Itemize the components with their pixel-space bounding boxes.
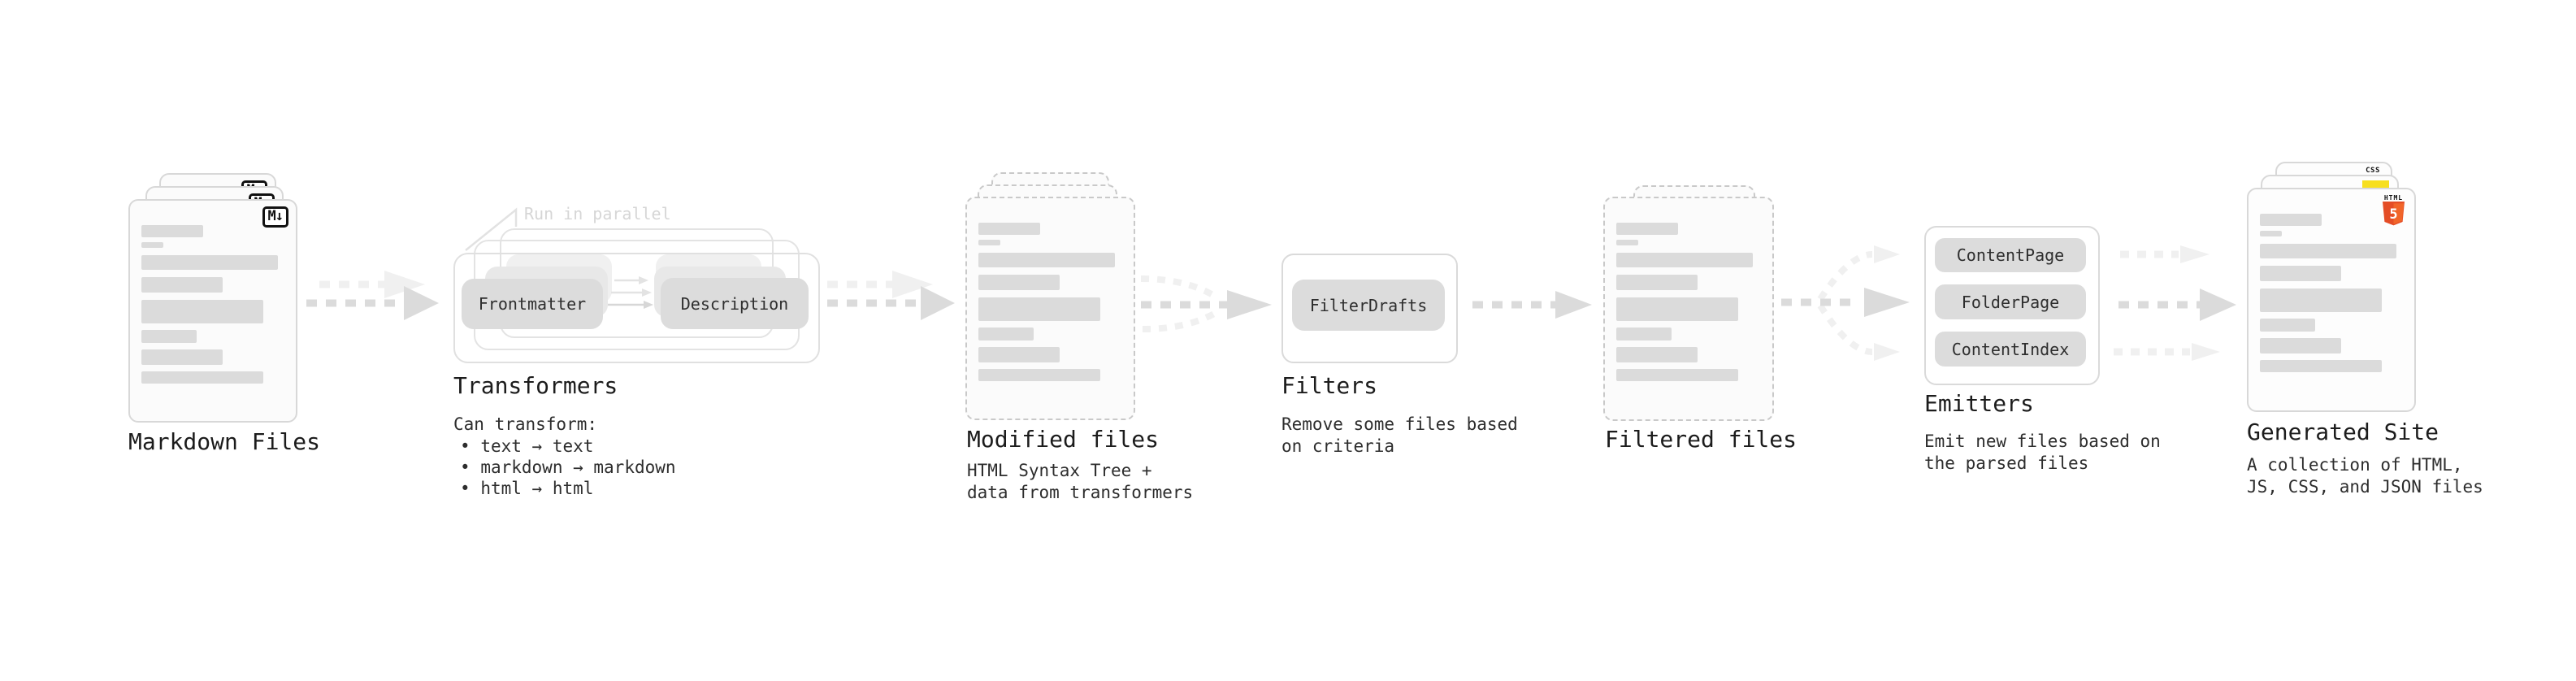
doc-line bbox=[1616, 327, 1672, 340]
filter-node-filterdrafts: FilterDrafts bbox=[1292, 280, 1445, 331]
frontmatter-to-description-arrows bbox=[608, 276, 653, 309]
transformers-bullet: • markdown → markdown bbox=[460, 458, 676, 477]
doc-line bbox=[2260, 244, 2396, 258]
doc-line bbox=[978, 223, 1040, 235]
site-file-card-html: HTML 5 bbox=[2247, 188, 2416, 412]
html5-shield: 5 bbox=[2383, 202, 2405, 226]
subtitle-line: the parsed files bbox=[1924, 453, 2089, 473]
doc-line bbox=[141, 349, 223, 365]
doc-line bbox=[1616, 347, 1698, 362]
doc-line bbox=[1616, 297, 1738, 321]
filters-title: Filters bbox=[1281, 372, 1378, 399]
subtitle-line: Remove some files based bbox=[1281, 414, 1518, 434]
doc-line bbox=[2260, 338, 2341, 354]
bullet-text: markdown → markdown bbox=[480, 458, 676, 477]
doc-line bbox=[978, 275, 1060, 290]
transformers-desc-heading: Can transform: bbox=[453, 414, 598, 434]
modified-files-subtitle: HTML Syntax Tree + data from transformers bbox=[967, 460, 1193, 504]
transformer-node-description: Description bbox=[661, 278, 809, 329]
run-in-parallel-annotation: Run in parallel bbox=[524, 204, 671, 223]
doc-line bbox=[2260, 319, 2315, 332]
doc-line bbox=[1616, 223, 1678, 235]
markdown-file-card-front: M↓ bbox=[128, 199, 297, 423]
doc-line bbox=[1616, 253, 1753, 267]
doc-line bbox=[141, 371, 263, 384]
modified-file-card-front bbox=[965, 197, 1135, 420]
subtitle-line: Emit new files based on bbox=[1924, 432, 2161, 451]
run-in-parallel-callout-line bbox=[465, 207, 518, 251]
doc-line bbox=[2260, 360, 2382, 372]
markdown-icon: M↓ bbox=[262, 206, 288, 228]
transformers-bullet: • html → html bbox=[460, 479, 593, 498]
bullet-dot: • bbox=[460, 479, 471, 498]
doc-line bbox=[978, 240, 1000, 245]
emitter-node-contentpage: ContentPage bbox=[1935, 238, 2086, 272]
doc-line bbox=[141, 225, 203, 237]
subtitle-line: A collection of HTML, bbox=[2247, 455, 2463, 475]
svg-text:5: 5 bbox=[2389, 206, 2397, 223]
generated-site-label: Generated Site bbox=[2247, 419, 2439, 445]
css-icon-label: CSS bbox=[2366, 167, 2380, 175]
bullet-text: html → html bbox=[480, 479, 594, 498]
doc-line bbox=[141, 300, 263, 323]
doc-line bbox=[978, 347, 1060, 362]
arrow-emitters-to-site bbox=[2114, 245, 2236, 361]
doc-line bbox=[978, 369, 1100, 381]
doc-line bbox=[978, 327, 1034, 340]
bullet-text: text → text bbox=[480, 436, 594, 456]
transformer-node-frontmatter: Frontmatter bbox=[462, 279, 603, 329]
subtitle-line: data from transformers bbox=[967, 483, 1194, 502]
filtered-file-card-front bbox=[1603, 197, 1774, 421]
emitter-node-folderpage: FolderPage bbox=[1935, 284, 2086, 319]
doc-line bbox=[2260, 231, 2282, 236]
subtitle-line: JS, CSS, and JSON files bbox=[2247, 477, 2483, 497]
doc-line bbox=[141, 255, 278, 270]
transformer-group-box-front bbox=[453, 253, 820, 363]
transformers-title: Transformers bbox=[453, 372, 618, 399]
filtered-files-label: Filtered files bbox=[1605, 426, 1798, 453]
arrow-filtered-to-emitters bbox=[1781, 245, 1910, 361]
arrow-filters-to-filtered bbox=[1472, 291, 1592, 319]
markdown-files-label: Markdown Files bbox=[128, 428, 321, 455]
doc-line bbox=[1616, 369, 1738, 381]
emitters-subtitle: Emit new files based on the parsed files bbox=[1924, 431, 2161, 475]
doc-line bbox=[2260, 214, 2322, 226]
doc-line bbox=[1616, 240, 1638, 245]
arrow-modified-to-filters bbox=[1140, 275, 1272, 332]
doc-line bbox=[141, 242, 163, 248]
doc-line bbox=[2260, 288, 2382, 312]
bullet-dot: • bbox=[460, 436, 471, 456]
subtitle-line: on criteria bbox=[1281, 436, 1395, 456]
modified-files-label: Modified files bbox=[967, 426, 1160, 453]
generated-site-subtitle: A collection of HTML,JS, CSS, and JSON f… bbox=[2247, 454, 2483, 498]
doc-line bbox=[141, 330, 197, 343]
doc-line bbox=[141, 277, 223, 293]
emitter-node-contentindex: ContentIndex bbox=[1935, 332, 2086, 367]
arrow-markdown-to-transformers bbox=[306, 271, 439, 320]
doc-line bbox=[1616, 275, 1698, 290]
html5-icon: HTML 5 bbox=[2383, 194, 2405, 227]
doc-line bbox=[2260, 266, 2341, 281]
subtitle-line: HTML Syntax Tree + bbox=[967, 461, 1152, 480]
doc-line bbox=[978, 297, 1100, 321]
transformers-bullet: • text → text bbox=[460, 436, 593, 456]
bullet-dot: • bbox=[460, 458, 471, 477]
doc-line bbox=[978, 253, 1115, 267]
arrow-transformers-to-modified bbox=[827, 271, 955, 320]
emitters-title: Emitters bbox=[1924, 390, 2034, 417]
html5-icon-label: HTML bbox=[2383, 194, 2404, 202]
